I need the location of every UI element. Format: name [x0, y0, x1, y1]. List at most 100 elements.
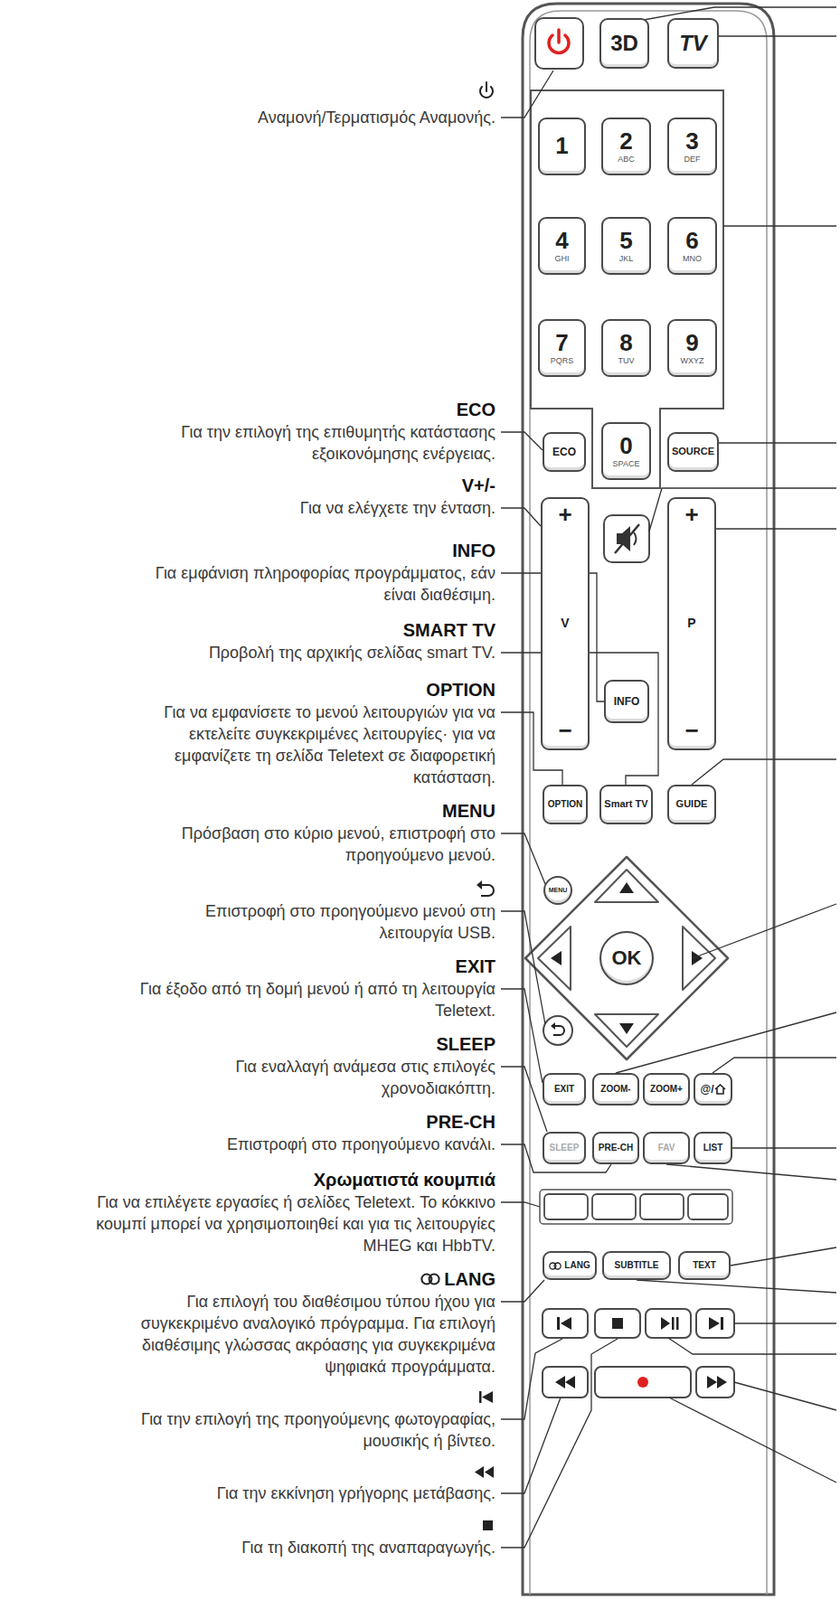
button-description: Για να επιλέγετε εργασίες ή σελίδες Tele…: [43, 1191, 496, 1257]
button-description: Για την εκκίνηση γρήγορης μετάβασης.: [217, 1482, 496, 1505]
remote-button: 5JKL: [601, 217, 652, 275]
remote-button: + V −: [540, 497, 590, 751]
button-label: PQRS: [550, 357, 575, 366]
button-label: 9: [685, 330, 699, 356]
button-label: 0: [619, 434, 633, 459]
button-label: JKL: [619, 254, 634, 264]
button-label: 3: [685, 129, 699, 154]
remote-button: 3DEF: [667, 117, 718, 176]
remote-button: PRE-CH: [592, 1132, 640, 1165]
button-heading: V+/-: [462, 473, 496, 498]
button-label: TEXT: [692, 1261, 717, 1272]
button-heading: EXIT: [455, 954, 496, 979]
navigation-pad: [525, 857, 728, 1060]
remote-button: INFO: [604, 679, 650, 724]
button-label: P: [687, 616, 696, 631]
remote-button: Smart TV: [599, 784, 653, 825]
button-label: TUV: [618, 357, 635, 366]
button-description: Για την επιλογή της προηγούμενης φωτογρα…: [133, 1408, 496, 1453]
button-description: Για επιλογή του διαθέσιμου τύπου ήχου γι…: [115, 1291, 496, 1378]
remote-button: ZOOM+: [642, 1073, 690, 1106]
remote-button: FAV: [642, 1132, 690, 1165]
remote-button: 2ABC: [601, 117, 652, 176]
button-description: Αναμονή/Τερματισμός Αναμονής.: [257, 106, 496, 129]
remote-button: MENU: [543, 876, 573, 906]
button-description: Για να ελέγχετε την ένταση.: [300, 497, 496, 520]
button-label: OPTION: [547, 800, 583, 811]
button-label: ZOOM+: [650, 1085, 683, 1095]
button-label: Smart TV: [604, 799, 648, 811]
button-label: 6: [685, 228, 699, 254]
button-heading: Χρωματιστά κουμπιά: [313, 1168, 496, 1192]
remote-button: 6MNO: [667, 217, 718, 275]
button-label: 4: [555, 228, 568, 254]
button-label: EXIT: [554, 1085, 575, 1095]
button-description: Για έξοδο από τη δομή μενού ή από τη λει…: [115, 978, 496, 1022]
remote-button: @/: [693, 1073, 733, 1106]
power-button: [535, 18, 584, 69]
remote-button: SLEEP: [542, 1132, 586, 1165]
button-label: V: [560, 616, 569, 631]
button-label: SOURCE: [671, 446, 715, 458]
button-label: LANG: [564, 1261, 590, 1272]
remote-button: 4GHI: [537, 217, 586, 275]
mute-button: [604, 515, 650, 563]
button-heading: ECO: [456, 397, 496, 422]
button-description: Προβολή της αρχικής σελίδας smart TV.: [208, 641, 496, 664]
button-label: GHI: [554, 254, 569, 264]
leader-lines: [500, 7, 837, 1548]
button-description: Για την επιλογή της επιθυμητής κατάσταση…: [79, 421, 496, 465]
button-heading: SLEEP: [435, 1032, 496, 1057]
button-label: ECO: [552, 446, 576, 459]
number-frame: [530, 90, 724, 489]
audio-icon: [420, 1273, 441, 1286]
button-label: MNO: [682, 254, 702, 264]
back-button: [543, 1016, 573, 1046]
button-label: @/: [699, 1084, 714, 1096]
remote-button: 8TUV: [601, 319, 652, 378]
button-label: SLEEP: [549, 1143, 580, 1154]
button-label: LIST: [703, 1143, 724, 1154]
button-label: DEF: [684, 155, 701, 164]
media-symbols: [555, 1317, 727, 1389]
button-heading: INFO: [452, 538, 496, 563]
button-description: Για να εμφανίσετε το μενού λειτουργιών γ…: [115, 701, 496, 789]
remote-button: 0SPACE: [601, 422, 652, 481]
remote-button: SUBTITLE: [602, 1251, 671, 1281]
button-label: 2: [619, 129, 633, 154]
remote-button: ZOOM-: [592, 1073, 640, 1106]
button-label: FAV: [658, 1143, 676, 1154]
button-label: WXYZ: [680, 357, 705, 366]
remote-button: 1: [537, 117, 586, 176]
button-label: 1: [555, 133, 568, 159]
button-label: +: [557, 502, 572, 528]
button-label: GUIDE: [676, 799, 708, 811]
remote-button: ECO: [542, 432, 586, 472]
button-heading: MENU: [442, 799, 496, 823]
remote-body: [522, 3, 774, 1596]
remote-button: 3D: [599, 18, 650, 69]
button-label: +: [684, 502, 699, 528]
button-label: MENU: [548, 887, 568, 894]
button-heading: LANG: [443, 1267, 496, 1292]
button-description: Για εμφάνιση πληροφορίας προγράμματος, ε…: [133, 562, 496, 606]
button-label: −: [684, 718, 699, 744]
remote-button: OPTION: [542, 784, 588, 825]
button-label: ABC: [617, 155, 635, 164]
button-label: −: [557, 718, 572, 744]
button-description: Επιστροφή στο προηγούμενο μενού στη λειτ…: [133, 900, 496, 944]
button-label: 7: [555, 330, 568, 356]
remote-button: 9WXYZ: [667, 319, 718, 378]
remote-button: EXIT: [542, 1073, 586, 1106]
remote-button: TV: [667, 18, 719, 69]
remote-button: OK: [599, 931, 654, 986]
home-icon: [714, 1084, 727, 1095]
button-label: SPACE: [613, 460, 641, 469]
button-label: 5: [619, 228, 633, 254]
audio-icon: [548, 1262, 562, 1271]
button-label: SUBTITLE: [614, 1261, 660, 1272]
button-label: OK: [612, 947, 642, 969]
remote-button: SOURCE: [667, 432, 719, 472]
button-heading: OPTION: [425, 678, 496, 702]
button-label: ZOOM-: [600, 1085, 631, 1095]
